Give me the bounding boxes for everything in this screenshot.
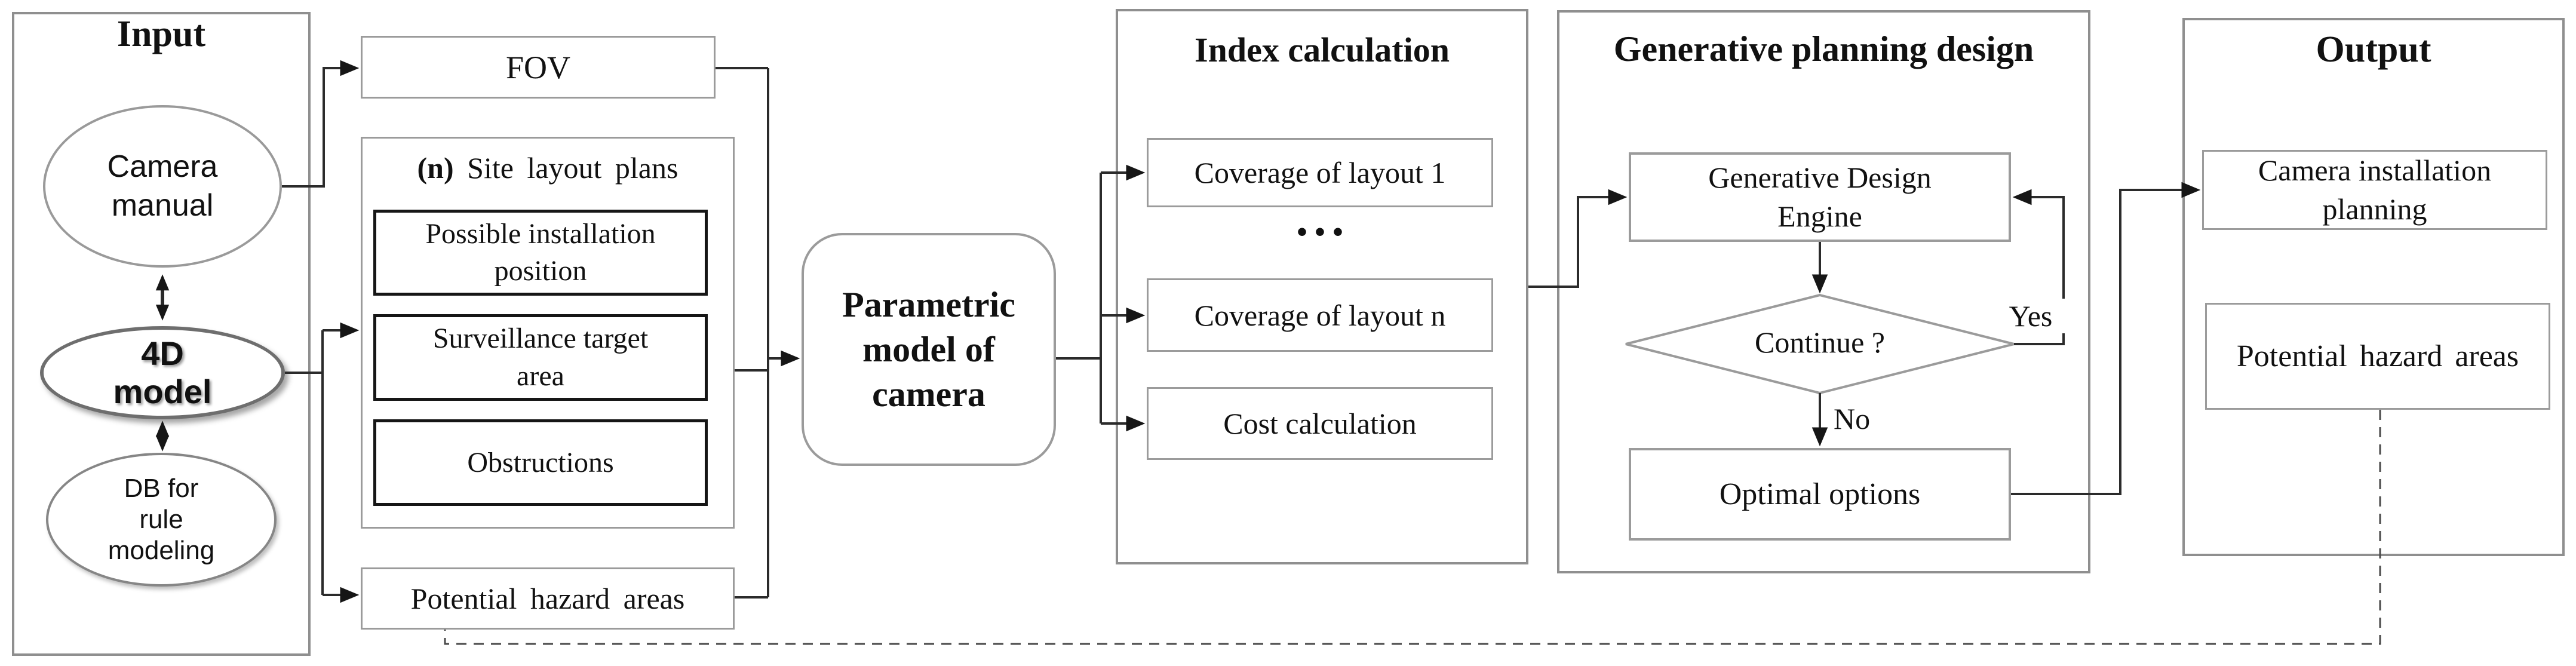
node-optimal-options: Optimal options — [1629, 448, 2011, 541]
arrow-yes-loop — [2012, 189, 2065, 345]
node-coverage-layout-n-label: Coverage of layout n — [1194, 298, 1446, 332]
node-obstructions: Obstructions — [373, 419, 708, 506]
node-generative-design-engine-label: Generative Design Engine — [1708, 161, 1932, 233]
panel-site-layout-plans-title: (n) Site layout plans — [361, 151, 735, 185]
ellipsis-dots: • • • — [1297, 215, 1343, 248]
node-camera-manual: Camera manual — [43, 105, 282, 268]
decision-continue-label: Continue ? — [1754, 326, 1886, 359]
node-fov-label: FOV — [505, 49, 571, 85]
node-optimal-options-label: Optimal options — [1719, 477, 1921, 511]
label-yes: Yes — [1989, 299, 2073, 333]
site-plans-n-prefix: (n) — [417, 151, 454, 185]
arrow-index-to-engine — [1528, 189, 1628, 288]
node-camera-installation-planning-label: Camera installation planning — [2258, 154, 2492, 226]
node-surveillance-target-area: Surveillance target area — [373, 314, 708, 401]
label-no: No — [1834, 402, 1871, 435]
node-coverage-layout-n: Coverage of layout n — [1147, 278, 1493, 352]
node-db-rule-modeling-label: DB for rule modeling — [108, 474, 215, 565]
node-generative-design-engine: Generative Design Engine — [1629, 152, 2011, 242]
node-surveillance-target-area-label: Surveillance target area — [432, 323, 649, 392]
node-coverage-layout-1: Coverage of layout 1 — [1147, 138, 1493, 207]
node-camera-installation-planning: Camera installation planning — [2202, 150, 2547, 230]
connector-parametric-branch — [1056, 173, 1102, 423]
connector-4d-trunk — [285, 330, 324, 595]
node-4d-model: 4D model — [40, 326, 285, 419]
node-camera-manual-label: Camera manual — [107, 149, 218, 223]
panel-output-title: Output — [2316, 29, 2431, 70]
site-plans-title-text: Site layout plans — [467, 151, 678, 185]
node-fov: FOV — [361, 36, 716, 99]
node-parametric-model-label: Parametric model of camera — [842, 284, 1015, 414]
node-cost-calculation-label: Cost calculation — [1223, 407, 1417, 440]
node-potential-hazard-areas-output: Potential hazard areas — [2205, 303, 2550, 410]
node-possible-installation-position: Possible installation position — [373, 210, 708, 296]
panel-index-calculation-title: Index calculation — [1195, 30, 1450, 69]
node-potential-hazard-areas-input-label: Potential hazard areas — [410, 582, 685, 615]
arrow-optimal-to-output — [2011, 182, 2201, 495]
connector-camera-manual-fov — [282, 60, 360, 188]
decision-continue: Continue ? — [1715, 325, 1924, 360]
node-db-rule-modeling: DB for rule modeling — [46, 453, 277, 587]
node-potential-hazard-areas-input: Potential hazard areas — [361, 567, 735, 630]
panel-output — [2182, 18, 2565, 556]
connector-dashed-feedback — [444, 410, 2381, 645]
connector-middle-trunk — [716, 67, 769, 599]
node-obstructions-label: Obstructions — [467, 447, 614, 478]
node-coverage-layout-1-label: Coverage of layout 1 — [1194, 156, 1446, 189]
node-potential-hazard-areas-output-label: Potential hazard areas — [2236, 339, 2519, 373]
node-possible-installation-position-label: Possible installation position — [425, 217, 656, 287]
panel-input-title: Input — [116, 14, 206, 54]
node-parametric-model: Parametric model of camera — [802, 233, 1056, 466]
node-cost-calculation: Cost calculation — [1147, 387, 1493, 460]
node-4d-model-label: 4D model — [113, 334, 212, 410]
panel-generative-planning-title: Generative planning design — [1613, 29, 2034, 69]
